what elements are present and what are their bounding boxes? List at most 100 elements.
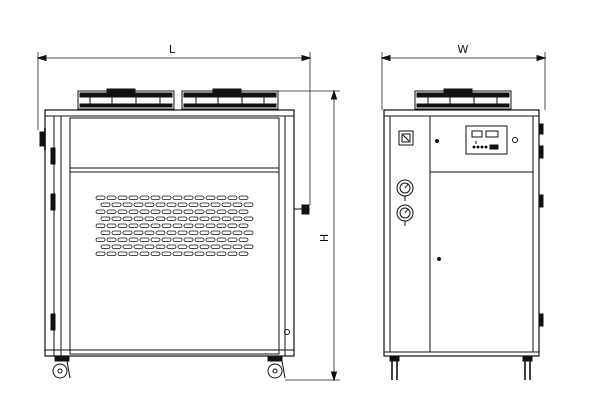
- grille-slot: [172, 223, 183, 228]
- grille-slot: [216, 209, 227, 214]
- height-label: H: [318, 234, 331, 242]
- side-fan: [414, 88, 512, 110]
- grille-slot: [122, 230, 133, 235]
- grille-slot: [95, 251, 106, 256]
- grille-slot: [177, 230, 188, 235]
- grille-slot: [166, 230, 177, 235]
- grille-slot: [95, 223, 106, 228]
- grille-slot: [221, 216, 232, 221]
- grille-slot: [188, 244, 199, 249]
- grille-slot: [161, 251, 172, 256]
- grille-slot: [133, 230, 144, 235]
- grille-slot: [122, 202, 133, 207]
- grille-slot: [232, 230, 243, 235]
- ventilation-grille: [95, 195, 254, 256]
- grille-slot: [144, 216, 155, 221]
- grille-slot: [227, 223, 238, 228]
- grille-slot: [221, 202, 232, 207]
- grille-slot: [243, 202, 254, 207]
- grille-slot: [210, 202, 221, 207]
- grille-slot: [139, 237, 150, 242]
- grille-slot: [227, 195, 238, 200]
- grille-slot: [194, 251, 205, 256]
- grille-slot: [144, 202, 155, 207]
- dimension-length: L: [36, 43, 312, 205]
- pressure-gauge-lower: [396, 204, 414, 226]
- grille-slot: [117, 195, 128, 200]
- grille-slot: [183, 223, 194, 228]
- grille-slot: [210, 230, 221, 235]
- grille-slot: [150, 251, 161, 256]
- grille-slot: [183, 195, 194, 200]
- grille-slot: [232, 244, 243, 249]
- grille-slot: [177, 202, 188, 207]
- grille-slot: [155, 244, 166, 249]
- grille-slot: [150, 223, 161, 228]
- grille-slot: [194, 195, 205, 200]
- grille-slot: [205, 195, 216, 200]
- grille-slot: [188, 230, 199, 235]
- grille-slot: [205, 237, 216, 242]
- grille-slot: [133, 244, 144, 249]
- grille-slot: [221, 230, 232, 235]
- grille-slot: [183, 251, 194, 256]
- grille-slot: [106, 237, 117, 242]
- pressure-gauge-upper: [396, 179, 414, 201]
- height-arrow-bottom: [330, 371, 338, 382]
- grille-slot: [232, 216, 243, 221]
- grille-slot: [133, 202, 144, 207]
- grille-slot: [150, 237, 161, 242]
- grille-slot: [106, 209, 117, 214]
- front-inner-panel: [69, 117, 280, 355]
- grille-slot: [199, 244, 210, 249]
- grille-slot: [139, 223, 150, 228]
- grille-slot: [100, 230, 111, 235]
- grille-slot: [199, 230, 210, 235]
- grille-slot: [199, 202, 210, 207]
- front-caster-left: [52, 355, 71, 379]
- grille-slot: [166, 202, 177, 207]
- grille-slot: [183, 209, 194, 214]
- grille-slot: [111, 202, 122, 207]
- grille-slot: [199, 216, 210, 221]
- front-fan-right: [181, 88, 279, 110]
- side-cabinet: [383, 109, 540, 357]
- grille-slot: [177, 216, 188, 221]
- grille-slot: [155, 230, 166, 235]
- grille-slot: [166, 244, 177, 249]
- grille-slot: [172, 209, 183, 214]
- width-arrow-left: [380, 54, 391, 62]
- grille-slot: [111, 230, 122, 235]
- length-arrow-left: [36, 54, 47, 62]
- grille-slot: [122, 216, 133, 221]
- grille-slot: [183, 237, 194, 242]
- grille-slot: [100, 202, 111, 207]
- length-arrow-right: [301, 54, 312, 62]
- grille-slot: [106, 195, 117, 200]
- indicator-light: [512, 137, 518, 143]
- grille-slot: [238, 237, 249, 242]
- front-fan-left: [77, 88, 175, 110]
- grille-slot: [238, 223, 249, 228]
- grille-slot: [172, 237, 183, 242]
- length-label: L: [169, 43, 176, 56]
- dimension-height: H: [272, 89, 340, 382]
- grille-slot: [161, 195, 172, 200]
- grille-slot: [155, 216, 166, 221]
- grille-slot: [117, 223, 128, 228]
- grille-slot: [139, 195, 150, 200]
- grille-slot: [111, 216, 122, 221]
- side-view: [383, 88, 544, 380]
- grille-slot: [188, 202, 199, 207]
- height-arrow-top: [330, 89, 338, 100]
- grille-slot: [150, 195, 161, 200]
- grille-slot: [216, 223, 227, 228]
- grille-slot: [216, 195, 227, 200]
- grille-slot: [210, 244, 221, 249]
- grille-slot: [227, 209, 238, 214]
- power-switch: [398, 130, 414, 146]
- grille-slot: [227, 251, 238, 256]
- water-outlet-connector: [301, 204, 310, 215]
